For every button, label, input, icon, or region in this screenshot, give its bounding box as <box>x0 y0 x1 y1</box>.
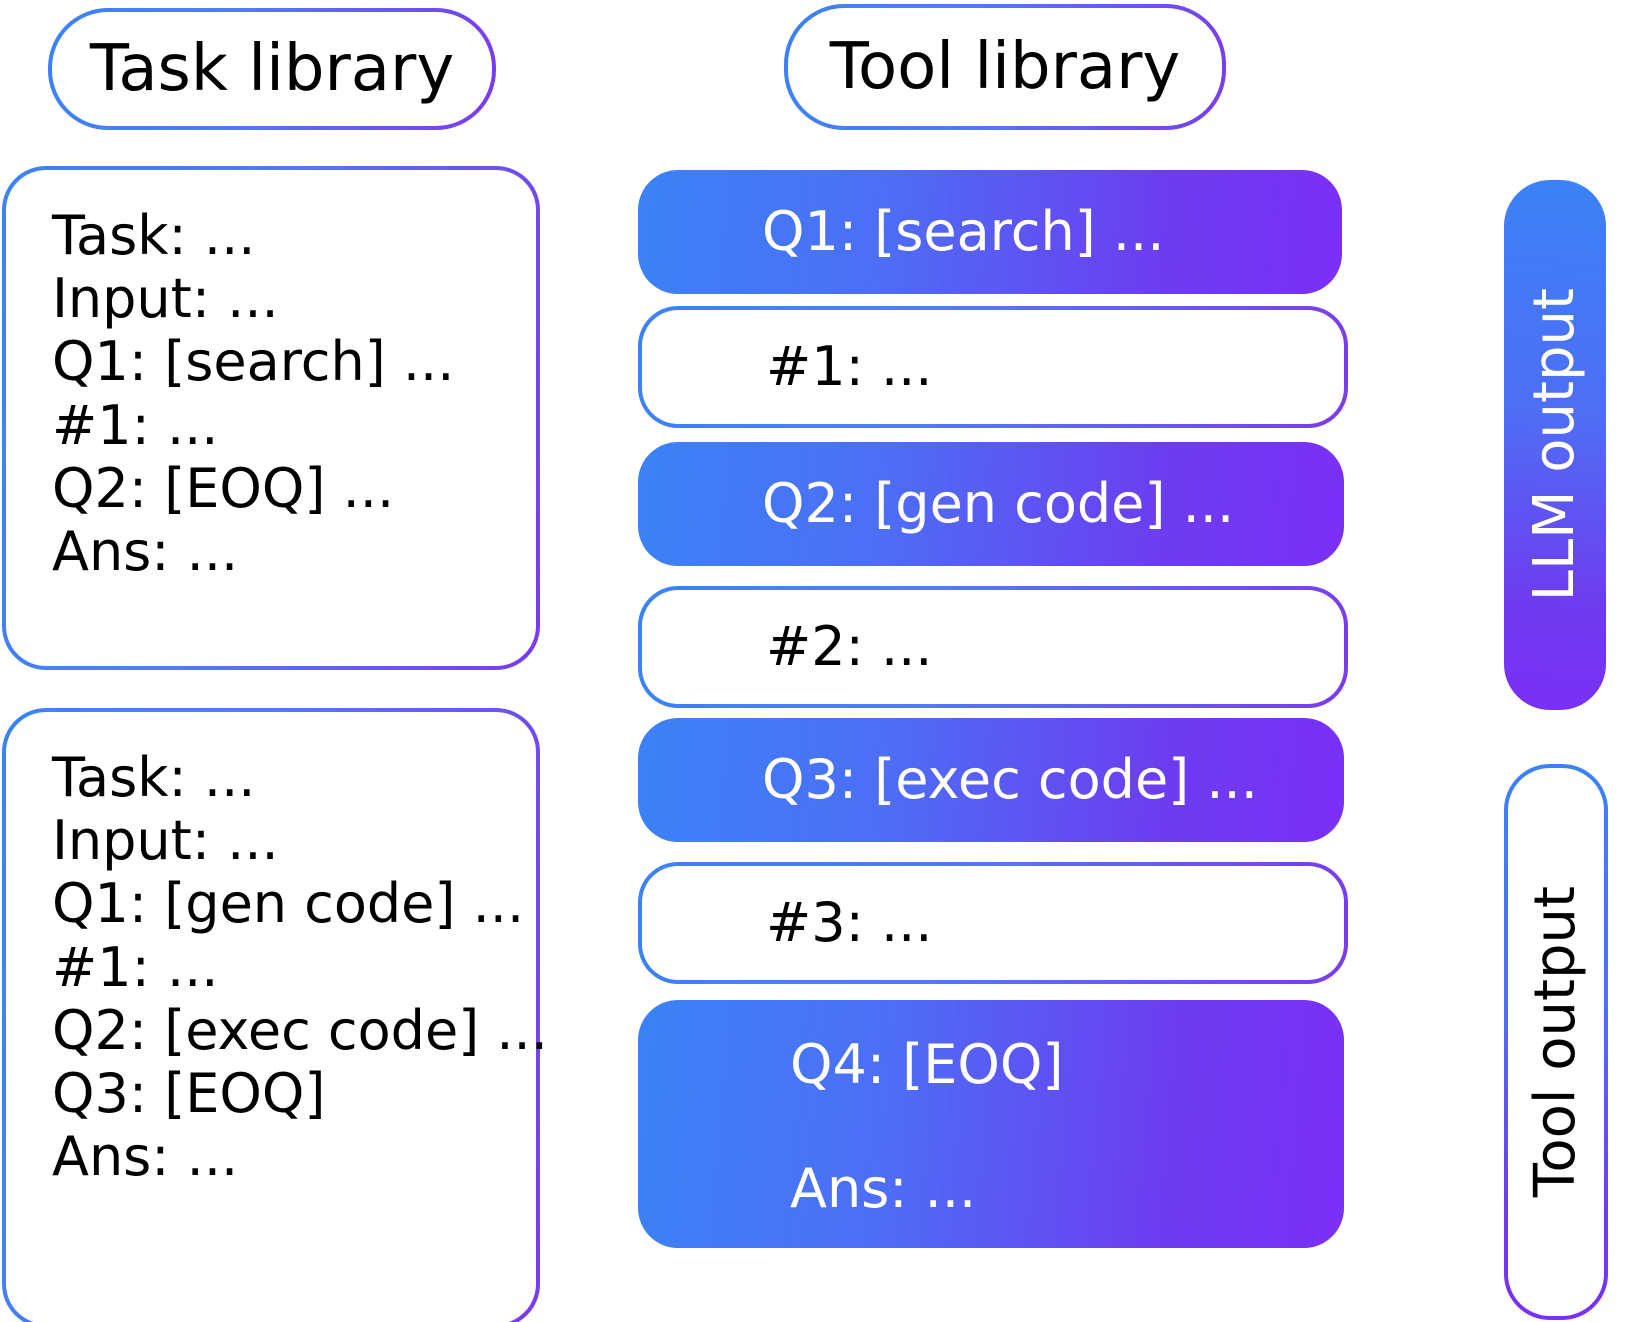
task-card-line: Ans: ... <box>52 1125 239 1189</box>
trajectory-step-text: #1: ... <box>766 334 933 398</box>
trajectory-step-text: Q3: [exec code] ... <box>762 747 1258 811</box>
task-card-line: Input: ... <box>52 267 279 331</box>
trajectory-step-text: Q2: [gen code] ... <box>762 471 1235 535</box>
llm-output-legend-pill: LLM output <box>1504 180 1606 710</box>
task-library-header-label: Task library <box>89 32 455 106</box>
task-card-line: Task: ... <box>52 204 256 267</box>
task-card-line: Q1: [gen code] ... <box>52 872 525 936</box>
tool-output-legend-pill: Tool output <box>1504 764 1608 1320</box>
task-card: Task: ... Input: ... Q1: [search] ... #1… <box>2 166 540 670</box>
trajectory-step-tool: #1: ... <box>638 306 1348 428</box>
trajectory-step-llm-final: Q4: [EOQ] Ans: ... <box>638 1000 1344 1248</box>
trajectory-step-text: #3: ... <box>766 890 933 954</box>
trajectory-step-text: Q1: [search] ... <box>762 199 1165 263</box>
task-card-line: Task: ... <box>52 746 256 809</box>
task-card-line: Q2: [exec code] ... <box>52 998 548 1062</box>
task-card-line: Ans: ... <box>52 519 239 583</box>
task-card: Task: ... Input: ... Q1: [gen code] ... … <box>2 708 548 1322</box>
trajectory-step-tool: #2: ... <box>638 586 1348 708</box>
task-card-line: Input: ... <box>52 809 279 873</box>
tool-output-legend-label: Tool output <box>1523 886 1588 1198</box>
trajectory-step-text: Q4: [EOQ] <box>790 1033 1064 1096</box>
trajectory-step-llm: Q1: [search] ... <box>638 170 1342 294</box>
trajectory-step-llm: Q3: [exec code] ... <box>638 718 1344 842</box>
trajectory-step-text: #2: ... <box>766 614 933 678</box>
task-card-line: #1: ... <box>52 935 219 999</box>
task-card-line: Q2: [EOQ] ... <box>52 456 395 520</box>
task-card-line: #1: ... <box>52 393 219 457</box>
task-card-line: Q1: [search] ... <box>52 330 455 394</box>
tool-library-header-label: Tool library <box>829 30 1181 104</box>
task-library-header-pill: Task library <box>48 8 496 130</box>
llm-output-legend-label: LLM output <box>1522 288 1587 602</box>
tool-library-header-pill: Tool library <box>784 4 1226 130</box>
task-card-line: Q3: [EOQ] <box>52 1061 326 1125</box>
trajectory-step-answer-text: Ans: ... <box>790 1157 977 1221</box>
trajectory-step-llm: Q2: [gen code] ... <box>638 442 1344 566</box>
trajectory-step-tool: #3: ... <box>638 862 1348 984</box>
